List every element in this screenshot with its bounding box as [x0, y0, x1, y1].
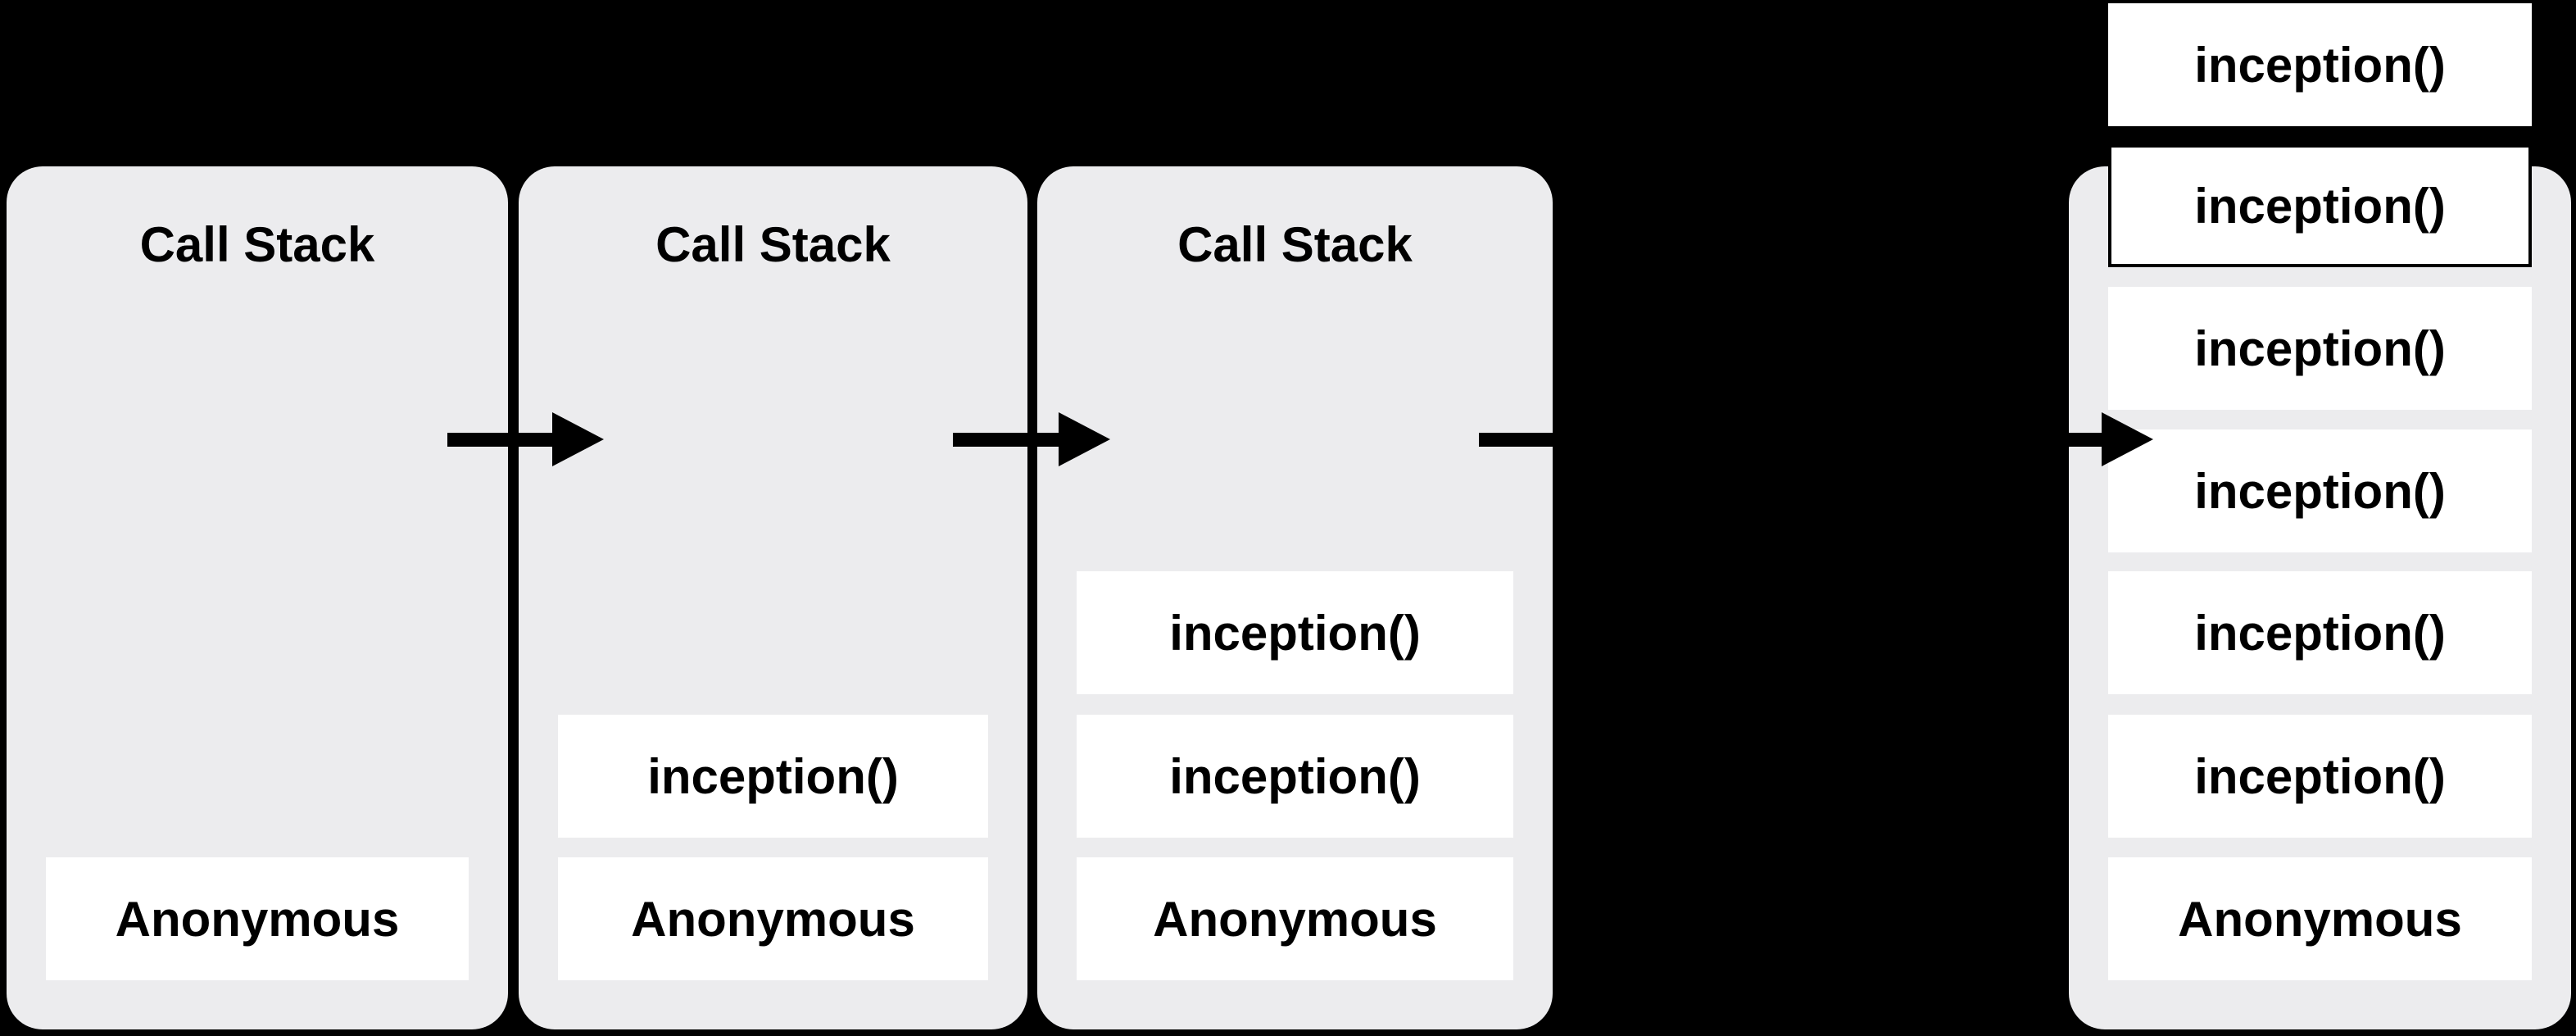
stack-frame-anonymous: Anonymous	[1077, 857, 1513, 980]
stack-frame-inception: inception()	[2108, 287, 2532, 410]
arrow-shaft	[447, 433, 554, 447]
arrow-head	[2102, 412, 2153, 466]
stack-frame-anonymous: Anonymous	[2108, 857, 2532, 980]
call-stack-panel-4-overflow: inception() inception() inception() ince…	[2069, 3, 2571, 1029]
stack-frame-inception-highlighted: inception()	[2108, 144, 2532, 267]
stack-frame-anonymous: Anonymous	[558, 857, 988, 980]
arrow-shaft	[2048, 433, 2103, 447]
arrow-shaft	[953, 433, 1060, 447]
call-stack-panel-3: Call Stack inception() inception() Anony…	[1037, 166, 1553, 1029]
panel-title: Call Stack	[139, 217, 375, 272]
stack-frame-inception-overflowing: inception()	[2108, 3, 2532, 126]
stack-frame-inception: inception()	[2108, 715, 2532, 838]
arrow-shaft	[1479, 433, 1585, 447]
call-stack-panel-1: Call Stack Anonymous	[7, 166, 508, 1029]
arrow-head	[552, 412, 604, 466]
stack-frame-inception: inception()	[1077, 571, 1513, 694]
stack-frame-inception: inception()	[1077, 715, 1513, 838]
call-stack-panel-2: Call Stack inception() Anonymous	[519, 166, 1027, 1029]
arrow-head	[1059, 412, 1110, 466]
panel-title: Call Stack	[655, 217, 891, 272]
stack-frame-anonymous: Anonymous	[46, 857, 469, 980]
stack-frame-inception: inception()	[558, 715, 988, 838]
panel-title: Call Stack	[1177, 217, 1413, 272]
stack-frame-inception: inception()	[2108, 429, 2532, 552]
stack-frame-inception: inception()	[2108, 571, 2532, 694]
arrow-head	[1584, 412, 1635, 466]
